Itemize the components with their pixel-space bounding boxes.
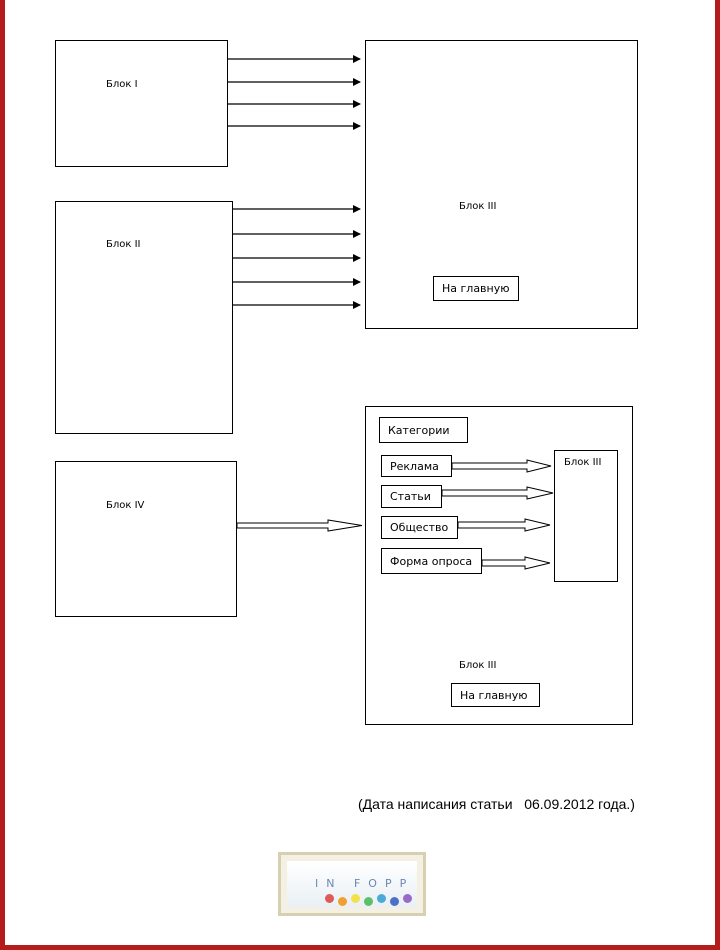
logo-dot	[338, 897, 347, 906]
arrows-block2-to-block3	[233, 205, 361, 309]
menu-item-articles[interactable]: Статьи	[381, 485, 442, 508]
block-3-label: Блок III	[459, 201, 497, 212]
menu-item-ads[interactable]: Реклама	[381, 455, 452, 477]
menu-item-categories[interactable]: Категории	[379, 417, 468, 443]
inner-block-3	[554, 450, 618, 582]
arrow-block4-to-lower	[236, 519, 363, 532]
article-date-caption: (Дата написания статьи 06.09.2012 года.)	[358, 796, 635, 812]
block-2-label: Блок II	[106, 239, 141, 250]
logo-dot	[325, 894, 334, 903]
logo-text: IN FOPP	[315, 877, 415, 890]
block-4-label: Блок IV	[106, 500, 145, 511]
logo-dot	[377, 894, 386, 903]
block-1-label: Блок I	[106, 79, 138, 90]
infopp-logo: IN FOPP	[278, 852, 426, 916]
logo-dot	[403, 894, 412, 903]
block-2	[55, 201, 233, 434]
inner-block-3-label: Блок III	[564, 457, 602, 468]
lower-block-3-label: Блок III	[459, 660, 497, 671]
logo-dot	[364, 897, 373, 906]
logo-dot	[390, 897, 399, 906]
arrows-block1-to-block3	[228, 55, 361, 130]
home-button-top[interactable]: На главную	[433, 276, 519, 301]
home-button-bottom[interactable]: На главную	[451, 683, 540, 707]
menu-item-survey-form[interactable]: Форма опроса	[381, 548, 482, 574]
logo-background: IN FOPP	[287, 861, 417, 907]
menu-item-society[interactable]: Общество	[381, 516, 458, 539]
logo-dot	[351, 894, 360, 903]
block-4	[55, 461, 237, 617]
block-1	[55, 40, 228, 167]
